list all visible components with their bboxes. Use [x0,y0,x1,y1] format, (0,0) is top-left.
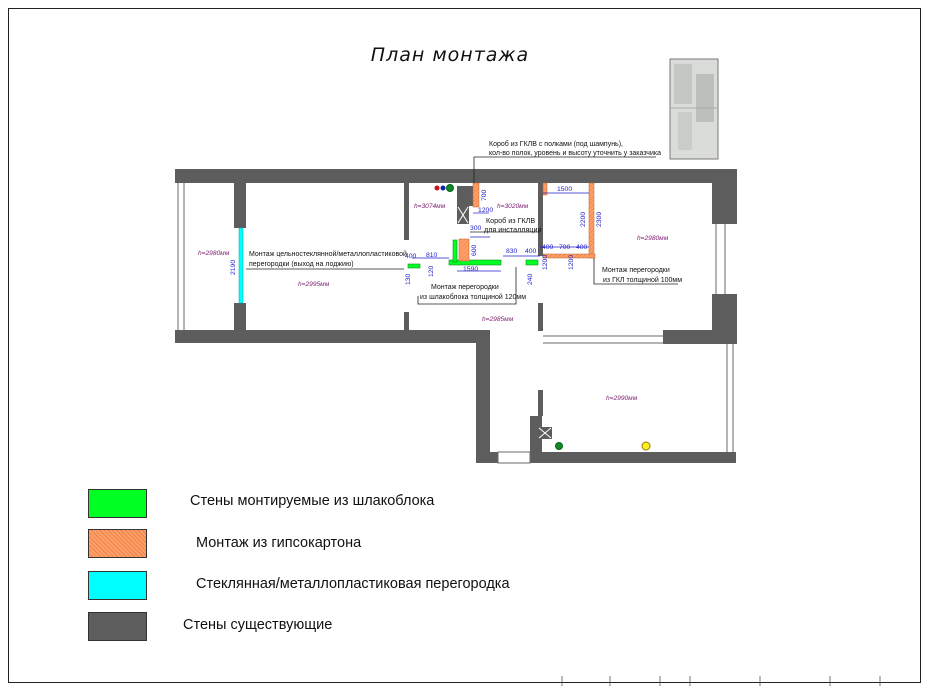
wall-bath-pipe [457,186,473,206]
note-box-install-1: Короб из ГКЛВ [486,216,535,225]
legend-label-glass: Стеклянная/металлопластиковая перегородк… [196,576,510,592]
glass-partition [238,227,244,304]
height-hall: h=2985мм [482,316,514,323]
legend-label-existing: Стены существующие [183,617,333,633]
note-block-partition-1: Монтаж перегородки [431,284,499,291]
note-glass-partition-1: Монтаж цельностеклянной/металлопластиков… [249,250,407,258]
legend-swatch-existing [88,612,147,641]
dim-300: 300 [470,225,482,232]
dim-400a: 400 [405,253,417,260]
legend-swatch-block [88,489,147,518]
wall-loggia-stub-bottom [234,303,246,330]
wall-hall-stub [538,303,543,331]
dim-240: 240 [527,273,534,285]
dim-600: 600 [471,244,478,256]
note-drywall-partition-1: Монтаж перегородки [602,267,670,274]
note-glass-partition-2: перегородки (выход на лоджию) [249,261,354,268]
note-box-install-2: для инсталляции [484,225,542,234]
fixture-dots [434,184,651,451]
plan-title: План монтажа [370,44,530,66]
dim-830: 830 [506,248,518,255]
dim-400b: 400 [525,248,537,255]
note-box-shelves-1: Короб из ГКЛВ с полками (под шампунь), [489,140,623,148]
dim-810: 810 [426,252,438,259]
height-living: h=2995мм [298,281,330,288]
wall-wc-right [538,183,543,256]
wall-loggia-stub-top [234,183,246,228]
legend-label-drywall: Монтаж из гипсокартона [196,535,362,551]
leader-lines [246,156,678,305]
dim-1590: 1590 [463,266,478,273]
dim-1200c: 1200 [568,255,575,270]
dim-120: 120 [428,265,435,277]
dim-2190: 2190 [230,260,237,275]
dim-2200: 2200 [580,212,587,227]
fixture-red-dot [434,185,440,191]
wall-bottom [476,452,736,463]
wall-bottom-left [175,330,490,343]
wall-right-upper [712,169,737,224]
wall-hall-left [476,330,490,463]
wall-kitchen-stub [538,390,543,416]
fixture-yellow-dot [641,441,651,451]
height-bath: h=3074мм [414,203,446,210]
legend-label-block: Стены монтируемые из шлакоблока [190,493,435,509]
dim-2300: 2300 [596,212,603,227]
wall-kitchen-top [663,330,737,344]
dim-1200: 1200 [478,207,493,214]
duct-marks [457,206,552,439]
height-loggia: h=2980мм [198,250,230,257]
wall-bath-left [404,183,409,240]
sheet-frame [8,8,921,683]
height-kitchen: h=2990мм [606,395,638,402]
window-frames [177,183,734,464]
drywall-partitions [458,182,596,262]
dim-130: 130 [405,273,412,285]
height-labels: h=2980мм h=3074мм h=3020мм h=2980мм h=29… [198,203,669,402]
chimney-block [669,58,719,160]
fixture-green-dot [446,184,454,192]
annotation-texts: Короб из ГКЛВ с полками (под шампунь), к… [249,140,682,301]
block-partitions [407,239,539,269]
note-drywall-partition-2: из ГКЛ толщиной 100мм [603,276,682,284]
dim-400c: 400 [542,244,554,251]
dim-1200b: 1200 [542,255,549,270]
dimension-lines [412,192,589,272]
dimension-numbers: 700 1200 300 600 400 810 1590 130 120 83… [230,186,603,285]
dim-400d: 400 [576,244,588,251]
wall-kitchen-left [530,416,542,452]
legend-swatch-glass [88,571,147,600]
dim-700: 700 [481,189,488,201]
height-wc: h=3020мм [497,203,529,210]
note-box-shelves-2: кол-во полок, уровень и высоту уточнить … [489,150,661,157]
dim-700b: 700 [559,244,571,251]
wall-top [175,169,737,183]
wall-bath-left-low [404,312,409,330]
fixture-kitchen-green-dot [555,442,563,450]
dim-1500: 1500 [557,186,572,193]
note-block-partition-2: из шлакоблока толщиной 120мм [420,293,526,301]
fixture-blue-dot [440,185,446,191]
legend-swatch-drywall [88,529,147,558]
bottom-ticks [561,676,881,686]
height-bedroom: h=2980мм [637,235,669,242]
existing-walls [175,169,737,463]
